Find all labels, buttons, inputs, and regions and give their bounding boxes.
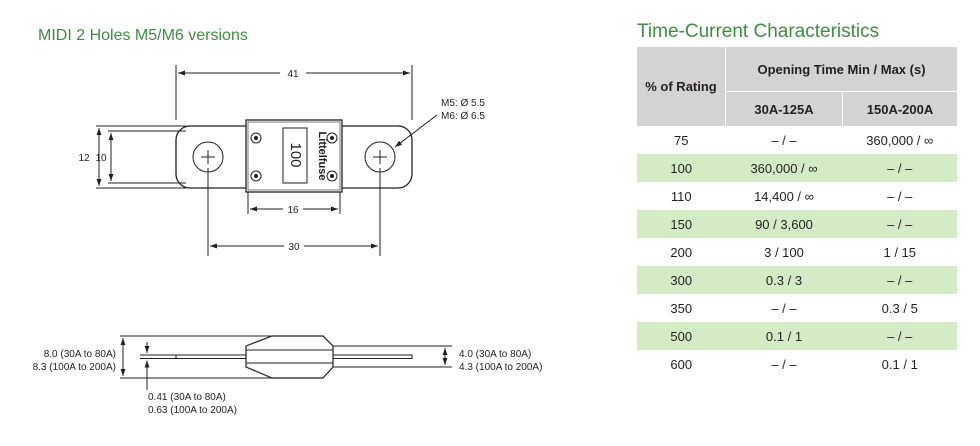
rating-cell: 75 — [674, 132, 689, 148]
side-left-label-2: 8.3 (100A to 200A) — [33, 362, 116, 373]
time-cell-30a-125a: – / – — [771, 300, 797, 316]
dim-length-label: 41 — [287, 69, 299, 80]
time-current-table: % of Rating Opening Time Min / Max (s) 3… — [637, 47, 957, 378]
rating-cell: 600 — [670, 356, 693, 372]
time-cell-30a-125a: 360,000 / ∞ — [725, 154, 843, 182]
time-cell-150a-200a: – / – — [842, 210, 957, 238]
rating-cell: 200 — [670, 244, 693, 260]
time-cell-150a-200a: 0.1 / 1 — [881, 356, 918, 372]
fuse-dimension-drawing: 41 30 16 12 10 M5: Ø 5.5 M6: Ø 6.5 100 L… — [33, 65, 542, 416]
time-cell-150a-200a: 1 / 15 — [883, 244, 917, 260]
header-col-150a-200a: 150A-200A — [842, 91, 957, 126]
top-view — [96, 65, 438, 256]
body-rating-text: 100 — [287, 142, 304, 167]
time-cell-30a-125a: – / – — [771, 132, 797, 148]
side-bottom-label-1: 0.41 (30A to 80A) — [148, 392, 226, 403]
table-row: 500 0.1 / 1 – / – — [637, 322, 957, 350]
time-cell-150a-200a: – / – — [842, 266, 957, 294]
header-rating: % of Rating — [637, 47, 726, 126]
rating-cell: 110 — [670, 188, 692, 204]
time-cell-30a-125a: – / – — [771, 356, 797, 372]
rating-cell: 500 — [637, 322, 726, 350]
table-row: 75 – / – 360,000 / ∞ — [637, 126, 957, 154]
fuse-drawing-svg: 41 30 16 12 10 M5: Ø 5.5 M6: Ø 6.5 100 L… — [33, 65, 542, 416]
side-view — [120, 335, 452, 390]
dim-inner-height-label: 10 — [95, 153, 107, 164]
time-cell-150a-200a: – / – — [887, 188, 913, 204]
table-row: 110 14,400 / ∞ – / – — [637, 182, 957, 210]
table-row: 150 90 / 3,600 – / – — [637, 210, 957, 238]
rating-cell: 100 — [637, 154, 726, 182]
side-right-label-1: 4.0 (30A to 80A) — [459, 349, 531, 360]
dim-hole-spacing-label: 30 — [288, 242, 300, 253]
time-cell-150a-200a: – / – — [842, 322, 957, 350]
left-section-title: MIDI 2 Holes M5/M6 versions — [38, 27, 248, 44]
table-row: 200 3 / 100 1 / 15 — [637, 238, 957, 266]
table-row: 600 – / – 0.1 / 1 — [637, 350, 957, 378]
dim-body-width-label: 16 — [287, 205, 299, 216]
right-section-title: Time-Current Characteristics — [637, 21, 880, 42]
time-cell-30a-125a: 14,400 / ∞ — [754, 188, 814, 204]
time-cell-150a-200a: 0.3 / 5 — [881, 300, 918, 316]
time-cell-150a-200a: 360,000 / ∞ — [866, 132, 934, 148]
header-col-30a-125a: 30A-125A — [725, 91, 843, 126]
time-cell-150a-200a: – / – — [842, 154, 957, 182]
hole-size-label-m5: M5: Ø 5.5 — [441, 98, 485, 109]
rating-cell: 150 — [637, 210, 726, 238]
rating-cell: 350 — [670, 300, 693, 316]
time-cell-30a-125a: 0.3 / 3 — [725, 266, 843, 294]
side-left-label-1: 8.0 (30A to 80A) — [44, 349, 116, 360]
time-cell-30a-125a: 3 / 100 — [764, 244, 804, 260]
time-cell-30a-125a: 90 / 3,600 — [725, 210, 843, 238]
dim-outer-height-label: 12 — [78, 153, 90, 164]
table-row: 350 – / – 0.3 / 5 — [637, 294, 957, 322]
brand-logo-text: Littelfuse — [316, 132, 328, 181]
table-row: 300 0.3 / 3 – / – — [637, 266, 957, 294]
side-bottom-label-2: 0.63 (100A to 200A) — [148, 405, 237, 416]
side-right-label-2: 4.3 (100A to 200A) — [459, 362, 542, 373]
header-opening-time: Opening Time Min / Max (s) — [725, 47, 957, 92]
hole-size-label-m6: M6: Ø 6.5 — [441, 111, 485, 122]
time-cell-30a-125a: 0.1 / 1 — [725, 322, 843, 350]
table-row: 100 360,000 / ∞ – / – — [637, 154, 957, 182]
rating-cell: 300 — [637, 266, 726, 294]
